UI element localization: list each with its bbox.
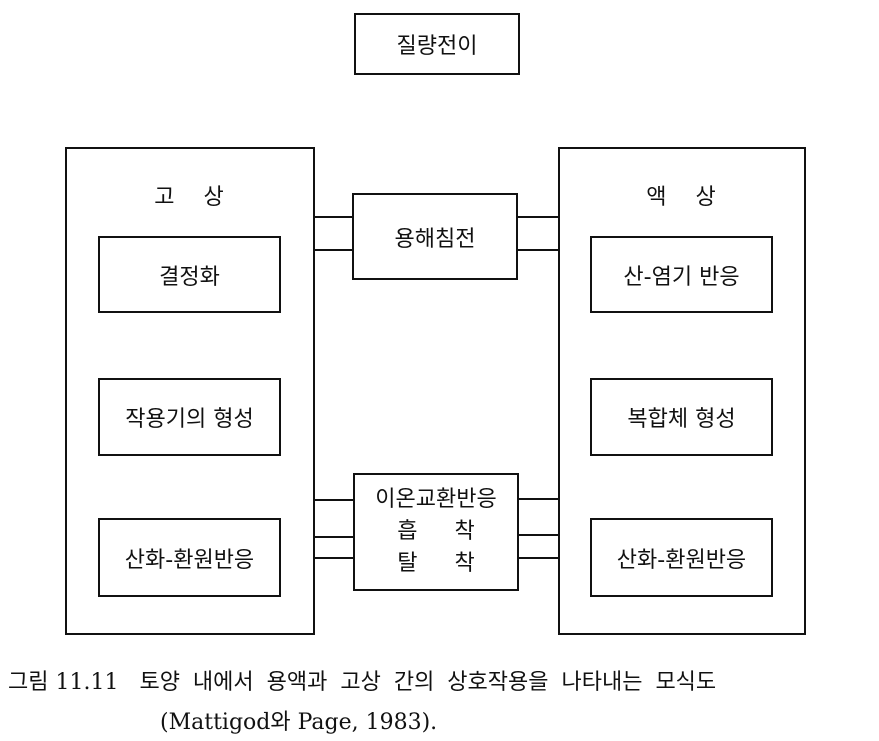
figure-source: (Mattigod와 Page, 1983). <box>160 710 438 735</box>
solid-phase-title: 고 상 <box>154 185 226 210</box>
mass-transfer-box: 질량전이 <box>354 13 520 75</box>
adsorption-label: 흡 착 <box>397 519 475 544</box>
desorption-label: 탈 착 <box>397 551 475 576</box>
connector-line <box>518 557 559 559</box>
solid-item-box: 작용기의 형성 <box>98 378 281 456</box>
liquid-phase-title: 액 상 <box>646 185 718 210</box>
ion-exchange-box: 이온교환반응 흡 착 탈 착 <box>353 473 519 591</box>
ion-exchange-label: 이온교환반응 <box>375 487 497 512</box>
connector-line <box>314 557 354 559</box>
figure-caption-text: 토양 내에서 용액과 고상 간의 상호작용을 나타내는 모식도 <box>139 670 717 695</box>
connector-line <box>517 216 559 218</box>
liquid-item-box: 산화-환원반응 <box>590 518 773 597</box>
solid-item-label: 결정화 <box>159 264 220 290</box>
liquid-item-box: 복합체 형성 <box>590 378 773 456</box>
connector-line <box>518 498 559 500</box>
solid-item-label: 작용기의 형성 <box>125 407 254 432</box>
connector-line <box>314 536 354 538</box>
solid-item-box: 산화-환원반응 <box>98 518 281 597</box>
liquid-item-box: 산-염기 반응 <box>590 236 773 313</box>
connector-line <box>314 216 353 218</box>
connector-line <box>517 249 559 251</box>
dissolution-precipitation-box: 용해침전 <box>352 193 518 280</box>
connector-line <box>518 534 559 536</box>
liquid-item-label: 산-염기 반응 <box>623 264 740 290</box>
connector-line <box>314 249 353 251</box>
connector-line <box>314 499 354 501</box>
solid-phase-box: 고 상 <box>65 147 315 635</box>
liquid-item-label: 복합체 형성 <box>627 407 736 432</box>
figure-number: 그림 11.11 <box>8 670 119 695</box>
solid-item-box: 결정화 <box>98 236 281 313</box>
solid-item-label: 산화-환원반응 <box>124 547 255 573</box>
figure-caption: 그림 11.11 토양 내에서 용액과 고상 간의 상호작용을 나타내는 모식도 <box>8 664 716 696</box>
liquid-phase-box: 액 상 <box>558 147 806 635</box>
mass-transfer-label: 질량전이 <box>396 34 478 59</box>
dissolution-precipitation-label: 용해침전 <box>394 226 476 252</box>
liquid-item-label: 산화-환원반응 <box>616 547 747 573</box>
